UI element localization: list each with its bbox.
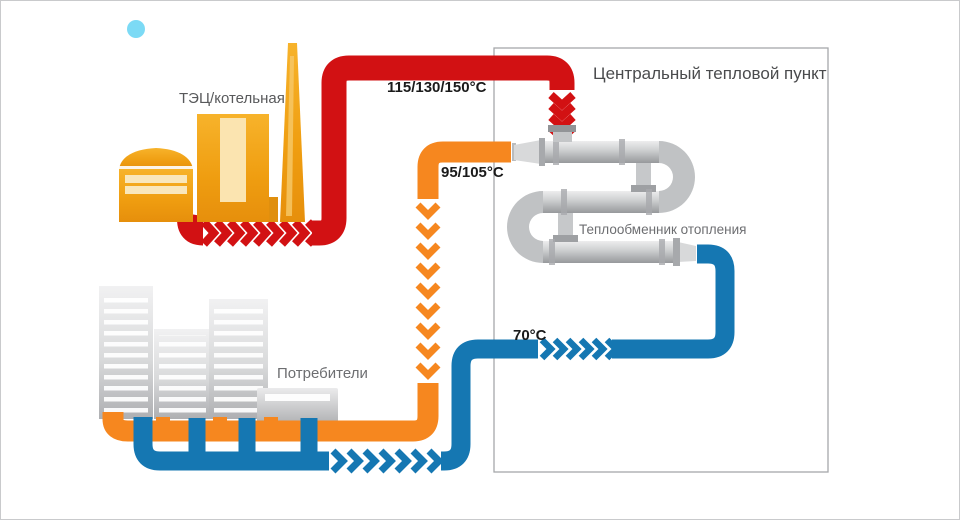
exchanger-mid-stub — [636, 163, 651, 192]
exchanger-tube-middle — [543, 191, 659, 213]
secondary-supply-pipe — [102, 141, 511, 442]
plant-tank-seam — [119, 166, 193, 169]
exchanger-ring — [553, 139, 559, 165]
heat-exchanger: Теплообменник отопления — [507, 125, 746, 266]
consumers-label: Потребители — [277, 365, 368, 382]
plant-tank-dome — [119, 148, 193, 170]
exchanger-ring — [619, 139, 625, 165]
building-3-windows — [214, 305, 263, 413]
plant-building-window — [220, 118, 246, 202]
primary-pipe-run — [312, 55, 575, 246]
ctp-title: Центральный тепловой пункт — [593, 64, 827, 83]
consumers: Потребители — [99, 286, 368, 422]
decorative-dot — [127, 20, 145, 38]
exchanger-ring — [673, 238, 680, 266]
exchanger-ring — [539, 138, 545, 166]
plant-chimney-highlight — [286, 56, 294, 216]
return-pipe-building-stubs — [188, 418, 318, 453]
exchanger-ring — [659, 239, 665, 265]
exchanger-ring — [646, 189, 652, 215]
primary-flow-chevrons-right — [204, 222, 318, 244]
exchanger-ring — [561, 189, 567, 215]
building-1-windows — [104, 292, 148, 413]
building-2-windows — [159, 335, 206, 414]
secondary-pipe-run — [102, 141, 511, 442]
plant-small-stub — [269, 197, 278, 222]
exchanger-left-ubend — [507, 191, 543, 263]
exchanger-low-stub — [558, 213, 573, 242]
exchanger-ring — [549, 239, 555, 265]
building-4 — [257, 388, 338, 422]
plant-tank-stripe — [125, 175, 187, 183]
plant: ТЭЦ/котельная — [119, 43, 305, 222]
exchanger-inlet-stub — [553, 132, 572, 142]
exchanger-right-ubend — [659, 141, 695, 213]
plant-label: ТЭЦ/котельная — [179, 90, 285, 107]
plant-tank-stripe — [125, 186, 187, 194]
heat-exchanger-label: Теплообменник отопления — [579, 222, 746, 237]
exchanger-left-cap-cone — [514, 140, 541, 164]
exchanger-inlet-flange — [548, 125, 576, 132]
building-4-stripe — [265, 394, 330, 401]
temp-secondary-supply: 95/105°C — [441, 164, 504, 181]
return-pipe-run — [133, 244, 735, 471]
temp-primary-supply: 115/130/150°C — [387, 79, 487, 96]
exchanger-right-cap-cone — [678, 242, 696, 262]
return-pipe — [133, 244, 735, 475]
exchanger-tube-bottom — [543, 241, 678, 263]
exchanger-low-stub-flange — [553, 235, 578, 242]
exchanger-mid-stub-flange — [631, 185, 656, 192]
temp-return: 70°C — [513, 327, 547, 344]
exchanger-tube-top — [544, 141, 659, 163]
